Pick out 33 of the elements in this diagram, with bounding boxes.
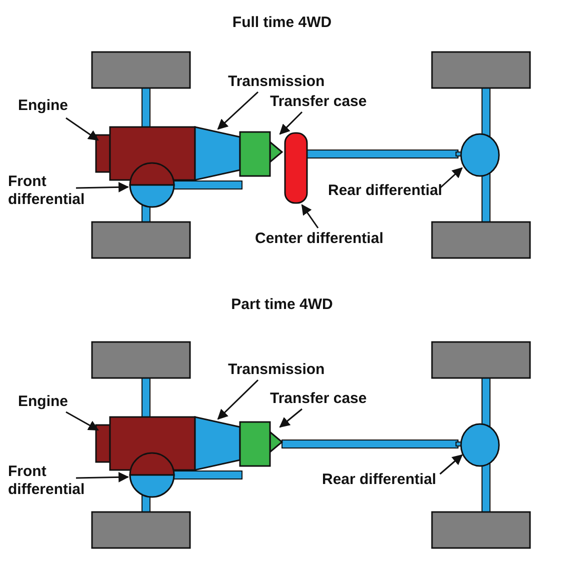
leader-arrow — [66, 117, 99, 141]
transmission-housing — [194, 126, 241, 181]
leader-arrow — [66, 411, 99, 431]
rear-differential — [460, 133, 500, 177]
panel-title: Full time 4WD — [231, 14, 333, 32]
part-label: Front differential — [8, 463, 108, 499]
leader-arrow — [76, 182, 130, 192]
panel-title: Part time 4WD — [230, 296, 334, 314]
part-label: Transmission — [228, 73, 325, 91]
leader-arrow — [440, 454, 463, 475]
center-differential — [284, 132, 308, 204]
part-label: Engine — [18, 97, 68, 115]
part-label: Rear differential — [328, 182, 442, 200]
leader-arrow — [279, 111, 303, 135]
leader-arrow — [440, 167, 463, 189]
part-label: Center differential — [255, 230, 384, 248]
part-label: Front differential — [8, 173, 108, 209]
part-label: Transfer case — [270, 390, 367, 408]
transmission-housing — [194, 416, 241, 471]
transfer-case — [239, 131, 284, 177]
leader-arrow — [301, 204, 319, 228]
front-differential — [129, 162, 175, 208]
rear-differential — [460, 423, 500, 467]
front-differential — [129, 452, 175, 498]
transfer-case — [239, 421, 284, 467]
leader-arrow — [76, 472, 130, 482]
leader-arrow — [279, 408, 302, 428]
leader-arrow — [217, 91, 258, 130]
part-label: Transfer case — [270, 93, 367, 111]
part-label: Engine — [18, 393, 68, 411]
leader-arrow — [217, 379, 259, 420]
part-label: Transmission — [228, 361, 325, 379]
part-label: Rear differential — [322, 471, 436, 489]
